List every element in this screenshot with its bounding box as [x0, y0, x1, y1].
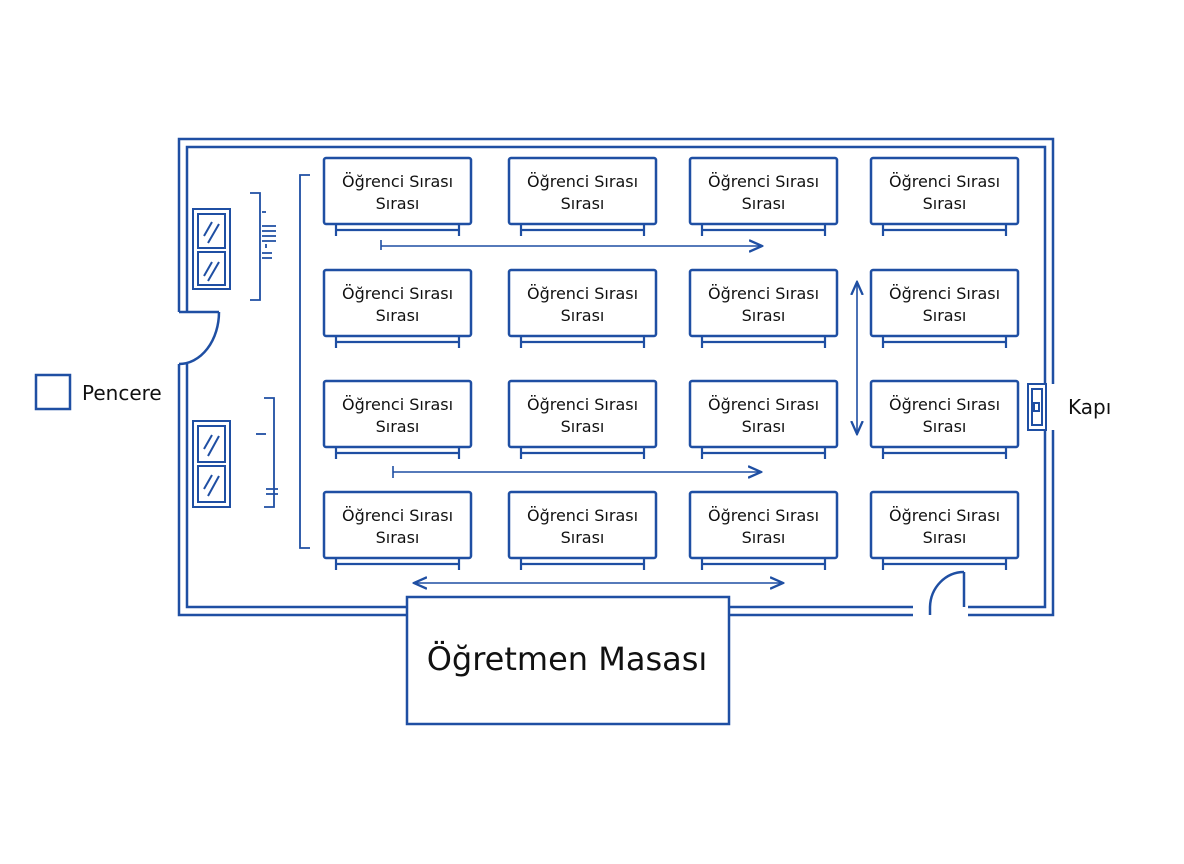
desk-label-line2: Sırası: [742, 417, 786, 436]
desk-label-line1: Öğrenci Sırası: [889, 172, 1000, 191]
desk-label-line1: Öğrenci Sırası: [708, 172, 819, 191]
desk-label-line2: Sırası: [376, 306, 420, 325]
left-aisle-line: [299, 174, 310, 549]
desk-label-line1: Öğrenci Sırası: [889, 395, 1000, 414]
desk-label-line1: Öğrenci Sırası: [889, 506, 1000, 525]
desk-label-line2: Sırası: [923, 306, 967, 325]
desk-label-line2: Sırası: [376, 194, 420, 213]
desk-label-line2: Sırası: [923, 417, 967, 436]
desk-label-line2: Sırası: [742, 306, 786, 325]
desk-label-line2: Sırası: [376, 417, 420, 436]
desk-label-line2: Sırası: [742, 528, 786, 547]
window-top: [192, 208, 231, 290]
aisle-arrows: [380, 240, 857, 583]
door-legend-label: Kapı: [1068, 395, 1111, 419]
classroom-walls: [177, 137, 1055, 617]
desk-label-line2: Sırası: [561, 528, 605, 547]
arrow-row1: [380, 240, 762, 250]
desk-label-line1: Öğrenci Sırası: [342, 506, 453, 525]
desk-label-line2: Sırası: [742, 194, 786, 213]
window-legend-icon: [34, 373, 72, 411]
bottom-door-swing: [928, 570, 966, 615]
desk-label-line1: Öğrenci Sırası: [889, 284, 1000, 303]
desk-label-line2: Sırası: [561, 417, 605, 436]
desk-label-line1: Öğrenci Sırası: [527, 172, 638, 191]
desk-label-line1: Öğrenci Sırası: [708, 395, 819, 414]
desk-label-line1: Öğrenci Sırası: [342, 284, 453, 303]
desk-label-line2: Sırası: [923, 194, 967, 213]
arrow-row3: [392, 466, 761, 478]
right-door-symbol: [1027, 383, 1047, 431]
desk-label-line1: Öğrenci Sırası: [527, 284, 638, 303]
desk-label-line1: Öğrenci Sırası: [342, 172, 453, 191]
window-bottom: [192, 420, 231, 508]
left-door-swing: [178, 310, 221, 366]
desk-label-line2: Sırası: [561, 306, 605, 325]
desk-label-line1: Öğrenci Sırası: [527, 395, 638, 414]
desk-label-line2: Sırası: [376, 528, 420, 547]
desk-label-line1: Öğrenci Sırası: [708, 506, 819, 525]
teacher-desk: Öğretmen Masası: [405, 595, 731, 726]
desk-label-line1: Öğrenci Sırası: [527, 506, 638, 525]
desk-label-line2: Sırası: [561, 194, 605, 213]
desk-label-line2: Sırası: [923, 528, 967, 547]
wall-fixtures: [250, 192, 278, 508]
legend-window: Pencere: [34, 373, 162, 411]
desk-label-line1: Öğrenci Sırası: [708, 284, 819, 303]
window-legend-label: Pencere: [82, 381, 162, 405]
teacher-desk-label: Öğretmen Masası: [427, 640, 708, 678]
desk-label-line1: Öğrenci Sırası: [342, 395, 453, 414]
